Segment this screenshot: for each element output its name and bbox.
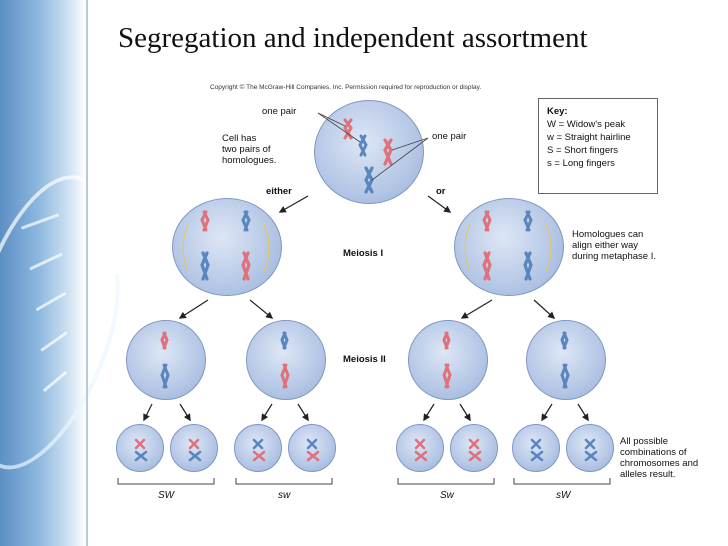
gamete-cell: [170, 424, 218, 472]
result-brackets: [117, 478, 611, 485]
result-label: sW: [556, 490, 571, 501]
chromosomes-meiosis2: [160, 331, 570, 389]
label-meiosis-1: Meiosis I: [343, 248, 384, 259]
chromosome-pair-meiosis1-left: [182, 210, 270, 281]
gamete-cell: [450, 424, 498, 472]
chromosome-blue: [358, 134, 368, 157]
meiosis1-cell-left: [172, 198, 282, 296]
label-all-possible: All possible combinations of chromosomes…: [620, 436, 699, 480]
label-or: or: [436, 186, 446, 197]
label-meiosis-2: Meiosis II: [343, 354, 386, 365]
chromosomes-gametes: [134, 438, 598, 462]
chromosome-red: [343, 118, 353, 140]
sidebar-dna-decoration: [0, 0, 149, 546]
chromosome-blue: [364, 166, 374, 194]
key-item: w = Straight hairline: [547, 132, 631, 143]
label-either: either: [266, 186, 292, 197]
gamete-cell: [566, 424, 614, 472]
gamete-cell: [288, 424, 336, 472]
gamete-cell: [234, 424, 282, 472]
result-label: Sw: [440, 490, 454, 501]
key-title: Key:: [547, 106, 568, 117]
label-one-pair-right: one pair: [432, 131, 467, 142]
meiosis1-cell-right: [454, 198, 564, 296]
key-item: S = Short fingers: [547, 145, 619, 156]
result-label: SW: [158, 490, 175, 501]
copyright-notice: Copyright © The McGraw-Hill Companies, I…: [210, 84, 482, 91]
label-one-pair-left: one pair: [262, 106, 297, 117]
label-homologues: Homologues can align either way during m…: [572, 229, 656, 262]
gamete-cell: [116, 424, 164, 472]
slide-title: Segregation and independent assortment: [118, 22, 588, 54]
key-item: s = Long fingers: [547, 158, 615, 169]
gamete-cell: [396, 424, 444, 472]
label-cell-has: Cell has two pairs of homologues.: [222, 133, 277, 166]
key-item: W = Widow's peak: [547, 119, 626, 130]
result-label: sw: [278, 490, 291, 501]
flow-arrows: [143, 195, 589, 422]
gamete-cell: [512, 424, 560, 472]
chromosome-red: [383, 138, 393, 166]
sidebar-divider: [86, 0, 88, 546]
chromosome-pair-meiosis1-right: [464, 210, 552, 281]
allele-key: Key: W = Widow's peak w = Straight hairl…: [538, 98, 658, 194]
